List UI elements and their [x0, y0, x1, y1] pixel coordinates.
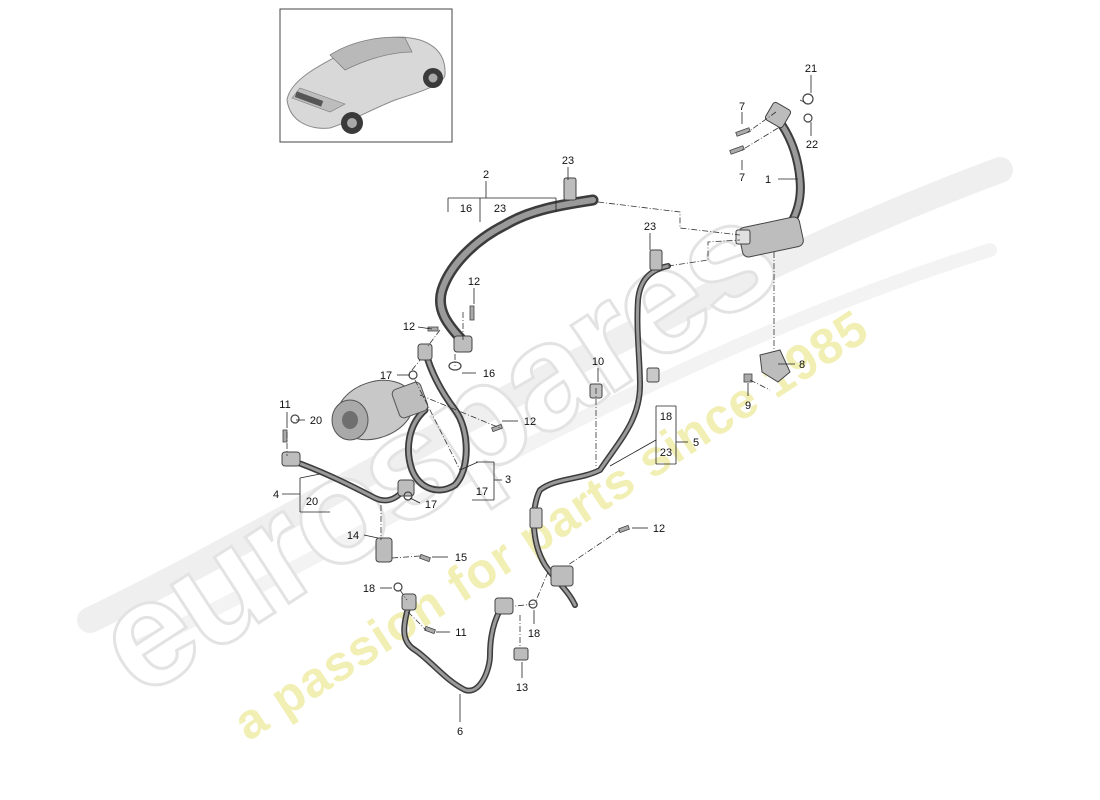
callout-1: 1: [765, 174, 771, 186]
compressor-icon: [331, 379, 429, 441]
leader-lines: [282, 75, 812, 722]
callout-12-d: 12: [653, 523, 665, 535]
callout-23-a: 23: [562, 155, 574, 167]
fasteners: [282, 93, 814, 635]
callout-4: 4: [273, 489, 279, 501]
callout-4-sub-20: 20: [306, 496, 318, 508]
callout-12-b: 12: [403, 321, 415, 333]
bracket-part-14: [375, 537, 393, 563]
callout-18-a: 18: [363, 583, 375, 595]
callout-7-bottom: 7: [739, 172, 745, 184]
callout-9: 9: [745, 400, 751, 412]
callout-17-b: 17: [425, 499, 437, 511]
callout-16: 16: [483, 368, 495, 380]
callout-5: 5: [693, 437, 699, 449]
callout-10: 10: [592, 356, 604, 368]
callout-8: 8: [799, 359, 805, 371]
callout-7-top: 7: [739, 101, 745, 113]
callout-20: 20: [310, 415, 322, 427]
callout-22: 22: [806, 139, 818, 151]
callout-labels: 1 2 16 23 3 17 4 20 5 18 23 6 7 7 8 9 10…: [273, 63, 818, 738]
vehicle-thumbnail: [279, 8, 453, 143]
watermark: eurospares a passion for parts since 198…: [64, 157, 1013, 751]
callout-21: 21: [805, 63, 817, 75]
nut-part-13: [513, 647, 529, 661]
callout-23-b: 23: [644, 221, 656, 233]
callout-3-sub-17: 17: [476, 486, 488, 498]
callout-2-sub-16: 16: [460, 203, 472, 215]
callout-12-a: 12: [468, 276, 480, 288]
part-2-hose: [435, 177, 599, 353]
callout-2: 2: [483, 169, 489, 181]
part-3-hose: [404, 343, 470, 494]
callout-17-a: 17: [380, 370, 392, 382]
callout-11-bottom: 11: [455, 627, 466, 639]
callout-3: 3: [505, 474, 511, 486]
bracket-part-8: [759, 349, 791, 383]
callout-5-sub-23: 23: [660, 447, 672, 459]
callout-12-c: 12: [524, 416, 536, 428]
callout-14: 14: [347, 530, 359, 542]
assembly-lines: [286, 99, 809, 648]
callout-11-top: 11: [279, 399, 290, 411]
part-4-pipe: [281, 451, 415, 504]
part-1-pipe: [735, 101, 805, 258]
callout-15: 15: [455, 552, 467, 564]
callout-6: 6: [457, 726, 463, 738]
callout-13: 13: [516, 682, 528, 694]
callout-5-sub-18: 18: [660, 411, 672, 423]
part-5-pipe: [529, 249, 671, 608]
part-6-pipe: [401, 593, 514, 694]
callout-18-b: 18: [528, 628, 540, 640]
callout-2-sub-23: 23: [494, 203, 506, 215]
car-icon: [286, 36, 446, 134]
